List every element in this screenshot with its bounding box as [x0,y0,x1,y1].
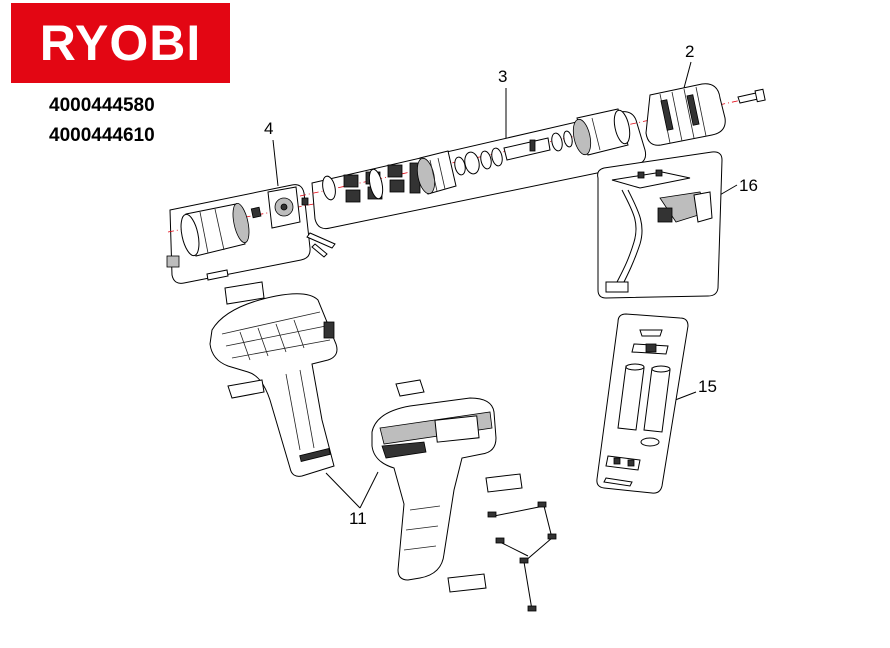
callout-3: 3 [498,67,507,138]
callout-11-label: 11 [349,509,367,528]
part-11-housing-right-half [371,379,523,593]
callout-4-label: 4 [264,119,273,138]
callout-16-label: 16 [739,176,758,195]
part-15-battery-pack [596,313,689,494]
callout-11: 11 [325,471,379,528]
part-3-gearbox [299,94,766,230]
callout-4: 4 [264,119,279,187]
part-11-housing-left-half [209,293,338,477]
ryobi-logo: RYOBI [11,3,230,83]
callout-15-label: 15 [698,377,717,396]
model-number-1: 4000444580 [49,95,155,116]
model-number-2: 4000444610 [49,125,155,146]
callout-3-label: 3 [498,67,507,86]
part-2-chuck [645,83,766,146]
logo-text: RYOBI [39,15,202,71]
callout-2-label: 2 [685,42,694,61]
housing-screws [487,501,557,612]
part-16-switch-assembly [597,151,723,299]
callout-2: 2 [683,42,694,89]
part-4-motor-assembly [166,184,346,305]
